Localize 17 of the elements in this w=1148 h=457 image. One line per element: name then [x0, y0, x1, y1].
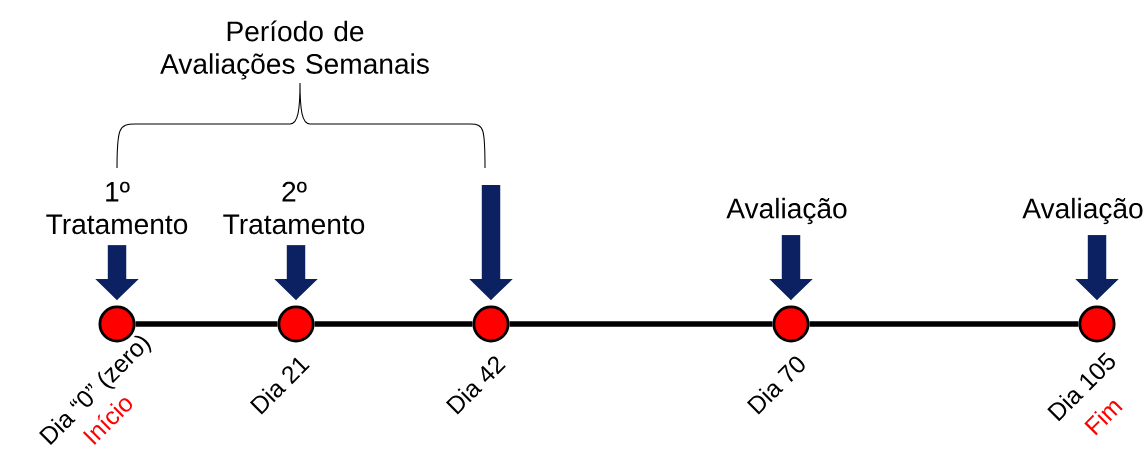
- step-label: 2º Tratamento: [223, 181, 365, 235]
- timeline-point: [1078, 305, 1116, 343]
- day-label: Dia 70: [746, 356, 805, 415]
- timeline-point: [277, 305, 315, 343]
- brace-label: Período de Avaliações Semanais: [160, 20, 429, 80]
- day-label: Dia 42: [445, 356, 506, 415]
- step-label: 1º Tratamento: [46, 181, 188, 235]
- timeline-point: [772, 305, 810, 343]
- day-label: Dia 21: [249, 357, 310, 415]
- timeline-segment: [809, 321, 1079, 327]
- step-label: Avaliação: [1022, 197, 1143, 225]
- timeline-segment: [314, 321, 473, 327]
- milestone-label: Fim: [1084, 400, 1123, 436]
- timeline-segment: [509, 321, 773, 327]
- timeline-point: [472, 305, 510, 343]
- step-label: Avaliação: [726, 197, 847, 225]
- timeline-segment: [135, 321, 278, 327]
